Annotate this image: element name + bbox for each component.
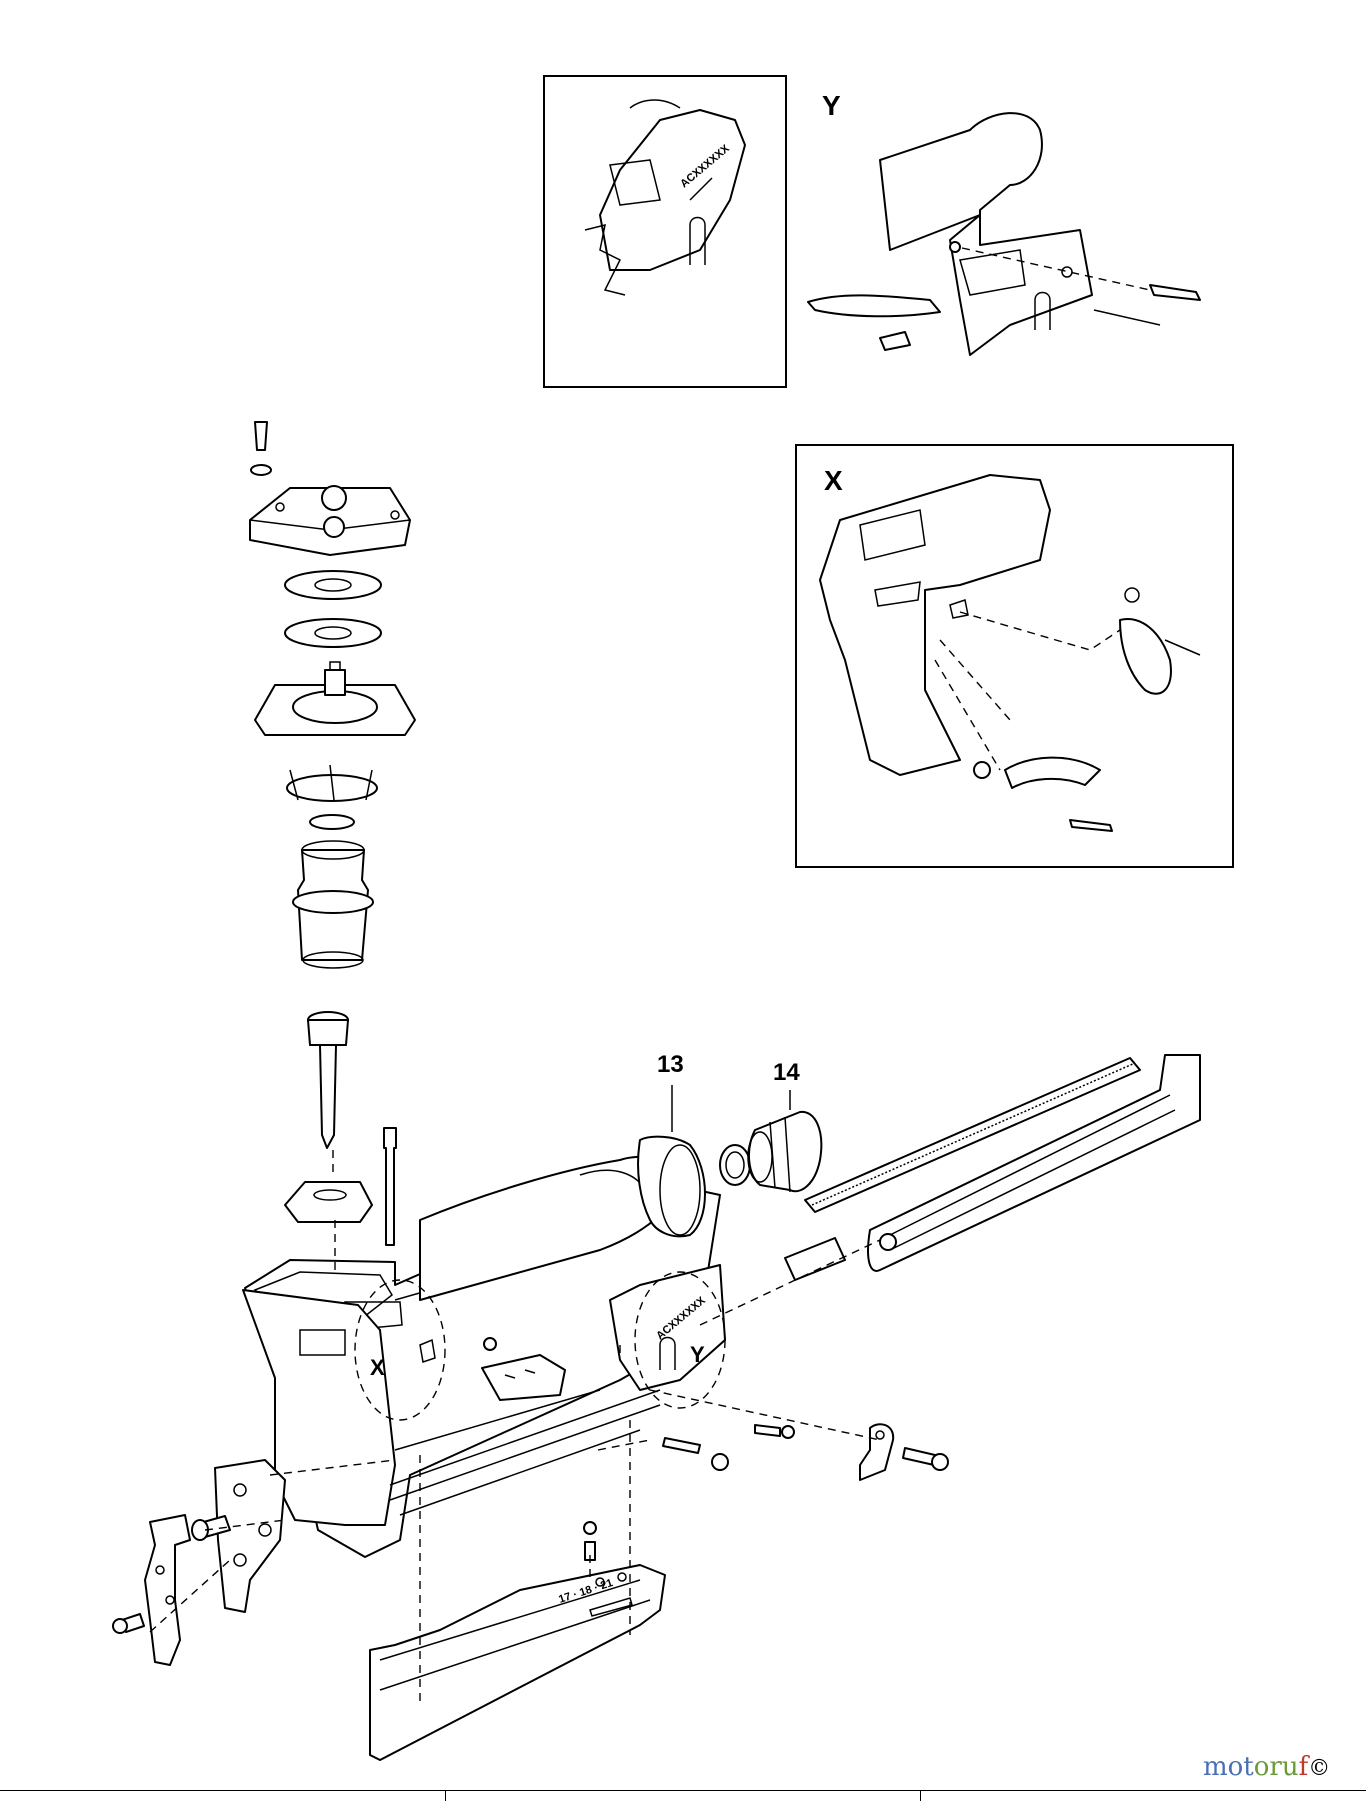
cylinder-cap — [249, 485, 411, 556]
cylinder-sleeve — [292, 840, 374, 969]
piston-driver — [307, 1011, 349, 1149]
detail-y-callout: Y — [690, 1342, 705, 1367]
hex-screw — [754, 1424, 795, 1439]
watermark-logo: motoruf© — [1203, 1752, 1331, 1782]
trigger-lever — [859, 1423, 895, 1481]
gasket-rings — [284, 570, 382, 648]
inset-y-serial-box: ACXXXXXX — [543, 75, 787, 388]
pin-and-clip — [662, 1437, 729, 1471]
long-bolt — [383, 1127, 397, 1246]
assembly-lines — [149, 1150, 881, 1705]
dashed-circle-y — [634, 1271, 726, 1409]
trigger-housing: ACXXXXXX — [609, 1264, 726, 1391]
detail-x-callout: X — [370, 1355, 385, 1380]
nose-housing — [242, 1289, 396, 1526]
o-ring — [719, 1144, 751, 1186]
valve-guide-ring — [286, 764, 378, 802]
end-screw — [902, 1447, 949, 1471]
part-13-label: 13 — [657, 1051, 684, 1078]
end-cap-part-13 — [637, 1135, 706, 1238]
dashed-circle-x — [354, 1279, 446, 1421]
small-seal — [309, 814, 355, 830]
footer-bar — [0, 1790, 1366, 1801]
air-fitting-part-14 — [747, 1110, 823, 1193]
magazine-spring-rail — [784, 1057, 1141, 1281]
detail-y-trigger-assembly: Y — [807, 90, 1201, 356]
nose-plate — [214, 1459, 286, 1613]
inset-x-detail-box: X — [795, 444, 1234, 868]
part-14-label: 14 — [773, 1059, 800, 1086]
detail-x-label: X — [824, 465, 843, 496]
magazine-screw — [583, 1521, 597, 1561]
contact-arm — [144, 1514, 191, 1666]
head-valve-plate — [254, 661, 416, 736]
detail-y-label: Y — [822, 90, 841, 121]
top-screw — [250, 421, 272, 476]
body-rails — [389, 1389, 661, 1516]
safety-slide — [481, 1337, 566, 1401]
magazine-base: 17 · 18 · 21 — [369, 1564, 666, 1761]
small-screw — [112, 1613, 145, 1634]
bumper — [284, 1181, 373, 1223]
